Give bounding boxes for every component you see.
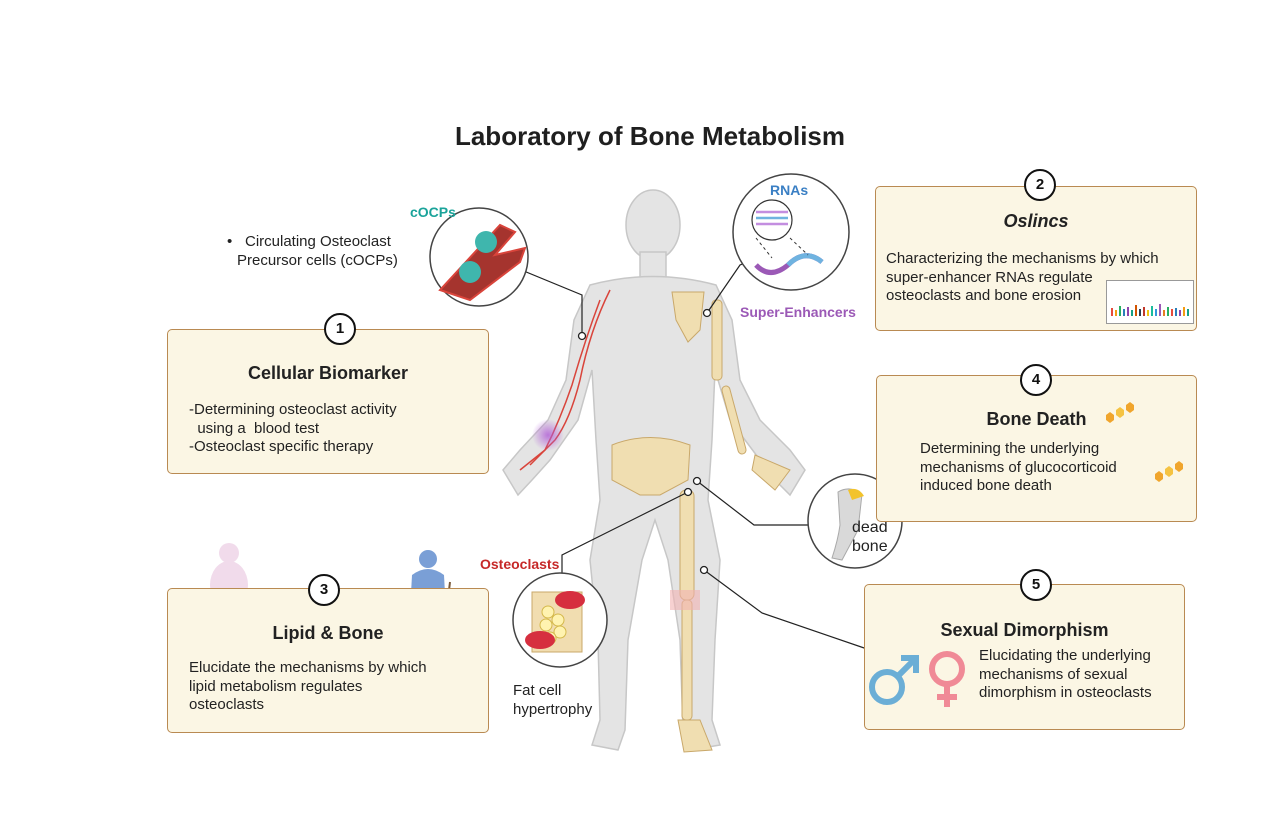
fat-cell-label: Fat cell hypertrophy (513, 681, 592, 719)
bullet-dot: • (227, 233, 233, 250)
female-symbol-icon (929, 651, 965, 707)
cocps-line-1: Circulating Osteoclast (245, 233, 391, 250)
panel-1-text: -Determining osteoclast activity using a… (189, 401, 397, 457)
panel-5-line: dimorphism in osteoclasts (979, 684, 1152, 701)
cocps-label: cOCPs (410, 204, 456, 220)
cocps-bullet: • Circulating Osteoclast Precursor cells… (227, 232, 398, 270)
fat-cell-line-1: Fat cell (513, 682, 562, 699)
panel-3-line: Elucidate the mechanisms by which (189, 659, 427, 676)
dead-bone-line-1: dead (852, 519, 888, 536)
glucocorticoid-icon (1155, 461, 1183, 482)
panel-1-title: Cellular Biomarker (247, 363, 409, 383)
panel-5-line: mechanisms of sexual (979, 665, 1128, 683)
panel-4-text: Determining the underlying mechanisms of… (920, 440, 1117, 496)
panel-5-line: Elucidating the underlying (979, 647, 1151, 664)
step-number-2: 2 (1024, 169, 1056, 201)
panel-4-line: induced bone death (920, 477, 1052, 494)
step-number-4: 4 (1020, 364, 1052, 396)
panel-3-line: osteoclasts (189, 696, 265, 713)
panel-2-line: Characterizing the mechanisms by which (886, 250, 1159, 267)
panel-2-line: super-enhancer RNAs regulate (886, 268, 1093, 286)
super-enhancers-label: Super-Enhancers (740, 304, 856, 320)
panel-oslincs: Oslincs Characterizing the mechanisms by… (875, 186, 1197, 331)
panel-2-line: osteoclasts and bone erosion (886, 287, 1082, 304)
rnas-label: RNAs (770, 182, 809, 198)
page-title: Laboratory of Bone Metabolism (454, 121, 846, 151)
panel-sexual-dimorphism: Sexual Dimorphism Elucidating the underl… (864, 584, 1185, 730)
panel-bone-death: Bone Death Determining the underlying me… (876, 375, 1197, 522)
manhattan-plot-icon (1106, 280, 1194, 324)
fat-cell-line-2: hypertrophy (513, 701, 593, 718)
step-number-1: 1 (324, 313, 356, 345)
panel-1-line: -Osteoclast specific therapy (189, 438, 374, 455)
panel-1-line: using a blood test (189, 419, 320, 437)
panel-5-text: Elucidating the underlying mechanisms of… (979, 647, 1152, 703)
dead-bone-line-2: bone (852, 538, 888, 555)
male-symbol-icon (869, 655, 919, 705)
step-number-5: 5 (1020, 569, 1052, 601)
panel-4-title: Bone Death (986, 409, 1087, 429)
osteoclasts-label: Osteoclasts (480, 556, 560, 572)
cocps-line-2: Precursor cells (cOCPs) (237, 252, 398, 269)
dead-bone-label: dead bone (852, 518, 888, 556)
panel-2-title: Oslincs (1003, 211, 1069, 231)
panel-3-title: Lipid & Bone (272, 623, 384, 643)
step-number-3: 3 (308, 574, 340, 606)
panel-3-line: lipid metabolism regulates (189, 677, 363, 695)
panel-4-line: Determining the underlying (920, 440, 1100, 457)
panel-5-title: Sexual Dimorphism (940, 620, 1109, 640)
panel-cellular-biomarker: Cellular Biomarker -Determining osteocla… (167, 329, 489, 474)
panel-lipid-bone: Lipid & Bone Elucidate the mechanisms by… (167, 588, 489, 733)
glucocorticoid-icon (1106, 402, 1134, 423)
panel-2-text: Characterizing the mechanisms by which s… (886, 250, 1159, 306)
panel-3-text: Elucidate the mechanisms by which lipid … (189, 659, 427, 715)
panel-4-line: mechanisms of glucocorticoid (920, 458, 1117, 476)
panel-1-line: -Determining osteoclast activity (189, 401, 397, 418)
